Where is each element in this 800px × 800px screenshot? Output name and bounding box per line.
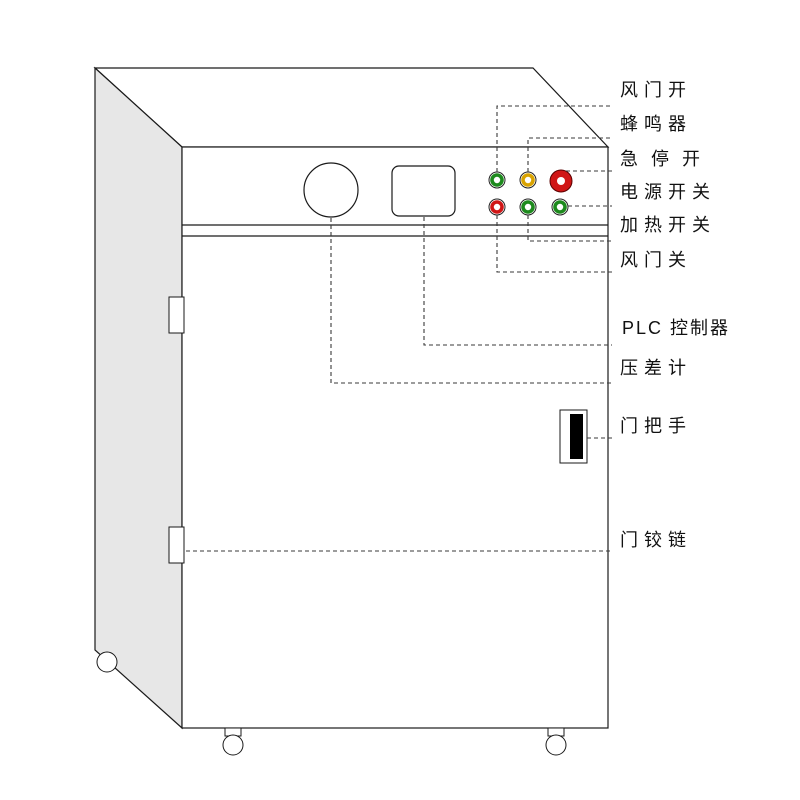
label-power-switch: 电源开关 (620, 182, 716, 202)
label-plc-controller: PLC 控制器 (622, 318, 730, 338)
caster-back-left (96, 651, 118, 673)
caster-front-right (545, 727, 567, 756)
label-pressure-gauge: 压差计 (620, 358, 692, 378)
label-door-hinge: 门铰链 (620, 530, 692, 550)
leader-damper-close (496, 215, 612, 273)
cabinet-top-face (93, 67, 610, 148)
emergency-stop-button-icon (549, 169, 573, 193)
label-damper-close: 风门关 (620, 250, 692, 270)
label-heating-switch: 加热开关 (620, 215, 716, 235)
leader-pressure-gauge (330, 218, 612, 384)
leader-plc-controller (423, 217, 612, 346)
damper-close-light-icon (488, 198, 506, 216)
label-damper-open: 风门开 (620, 80, 692, 100)
power-switch-light-icon (551, 198, 569, 216)
door-hinge-lower (168, 526, 185, 564)
damper-open-light-icon (488, 171, 506, 189)
leader-damper-open (496, 105, 612, 172)
label-door-handle: 门把手 (620, 416, 692, 436)
buzzer-light-icon (519, 171, 537, 189)
heating-switch-light-icon (519, 198, 537, 216)
door-hinge-upper (168, 296, 185, 334)
caster-front-left (222, 727, 244, 756)
cabinet-front-face (181, 146, 609, 729)
leader-heating-switch (527, 215, 612, 242)
pressure-gauge-dial (303, 162, 359, 218)
label-emergency-stop: 急停开 (620, 149, 713, 169)
cabinet-side-panel (94, 66, 183, 730)
label-buzzer: 蜂鸣器 (620, 114, 692, 134)
door-handle-icon (559, 409, 588, 464)
plc-controller-screen (391, 165, 456, 217)
